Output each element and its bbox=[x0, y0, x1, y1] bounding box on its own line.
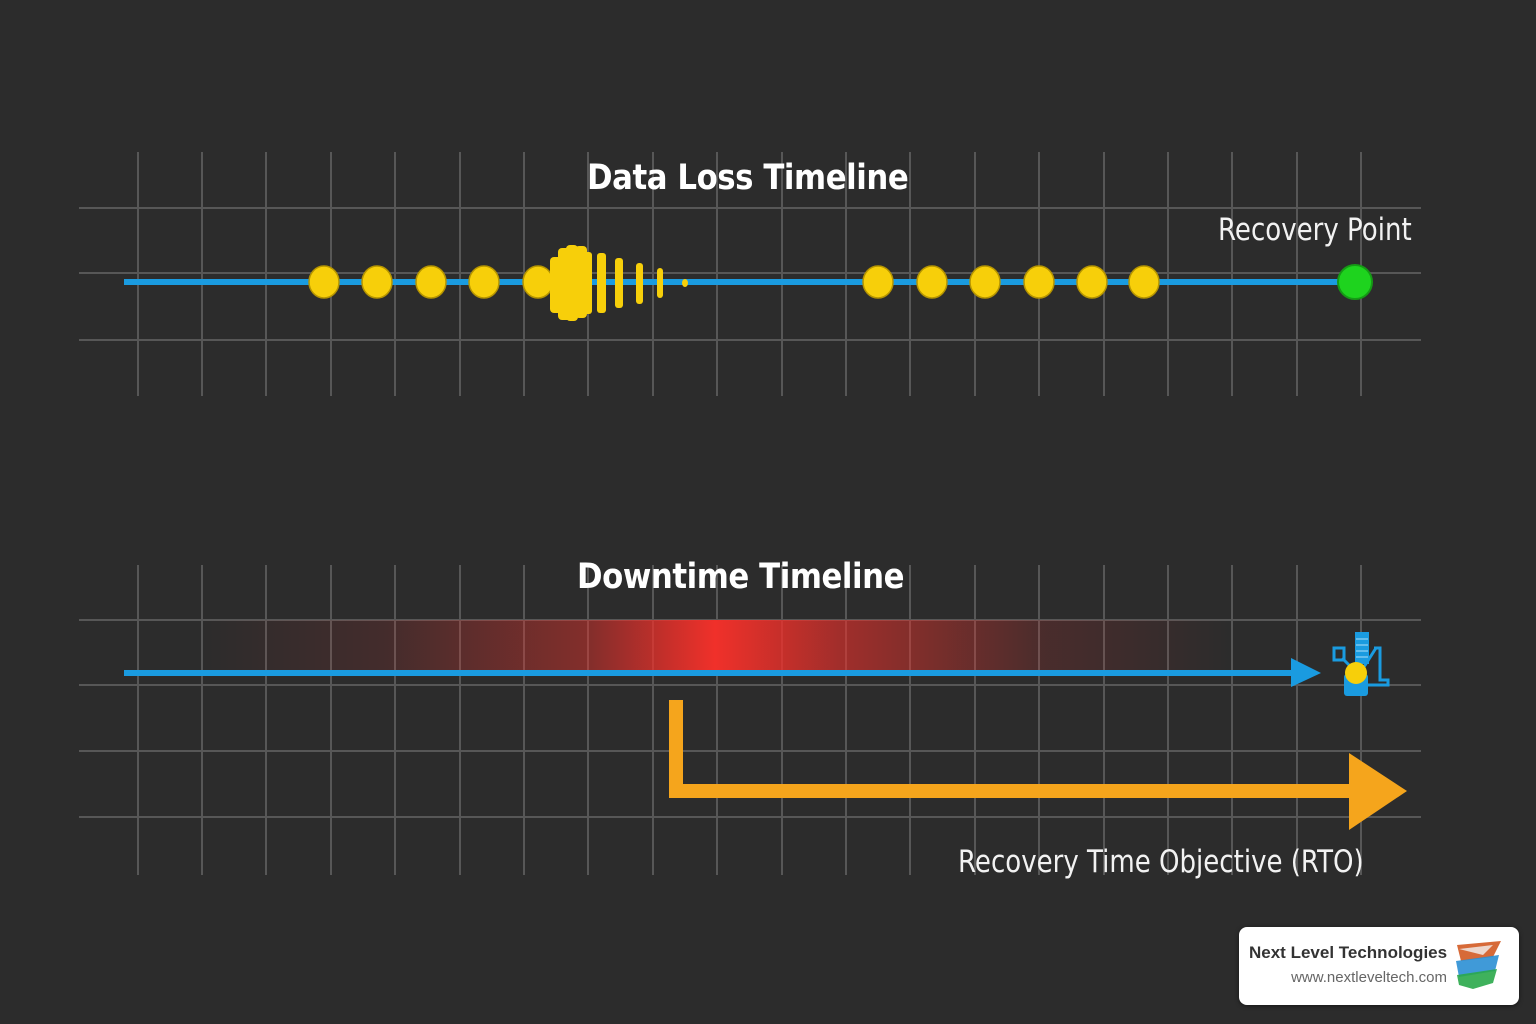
data-loss-title: Data Loss Timeline bbox=[587, 158, 909, 198]
rto-label: Recovery Time Objective (RTO) bbox=[958, 844, 1364, 880]
rto-arrow bbox=[669, 700, 1407, 830]
downtime-grid bbox=[79, 565, 1421, 875]
backup-points-right bbox=[862, 265, 1160, 299]
brand-url: www.nextleveltech.com bbox=[1291, 969, 1447, 986]
backup-points-left bbox=[308, 265, 554, 299]
downtime-title: Downtime Timeline bbox=[577, 557, 905, 597]
server-recovery-icon bbox=[1332, 632, 1390, 696]
downtime-timeline-arrow bbox=[124, 658, 1321, 687]
brand-name: Next Level Technologies bbox=[1249, 943, 1448, 962]
data-loss-burst-icon bbox=[550, 245, 688, 321]
data-loss-timeline-line bbox=[124, 279, 1354, 285]
recovery-point-label: Recovery Point bbox=[1218, 212, 1412, 248]
recovery-point-marker bbox=[1337, 264, 1373, 300]
downtime-glow-band bbox=[200, 620, 1230, 670]
brand-logo-icon bbox=[1456, 941, 1501, 989]
brand-badge: Next Level Technologies www.nextleveltec… bbox=[1239, 927, 1519, 1005]
